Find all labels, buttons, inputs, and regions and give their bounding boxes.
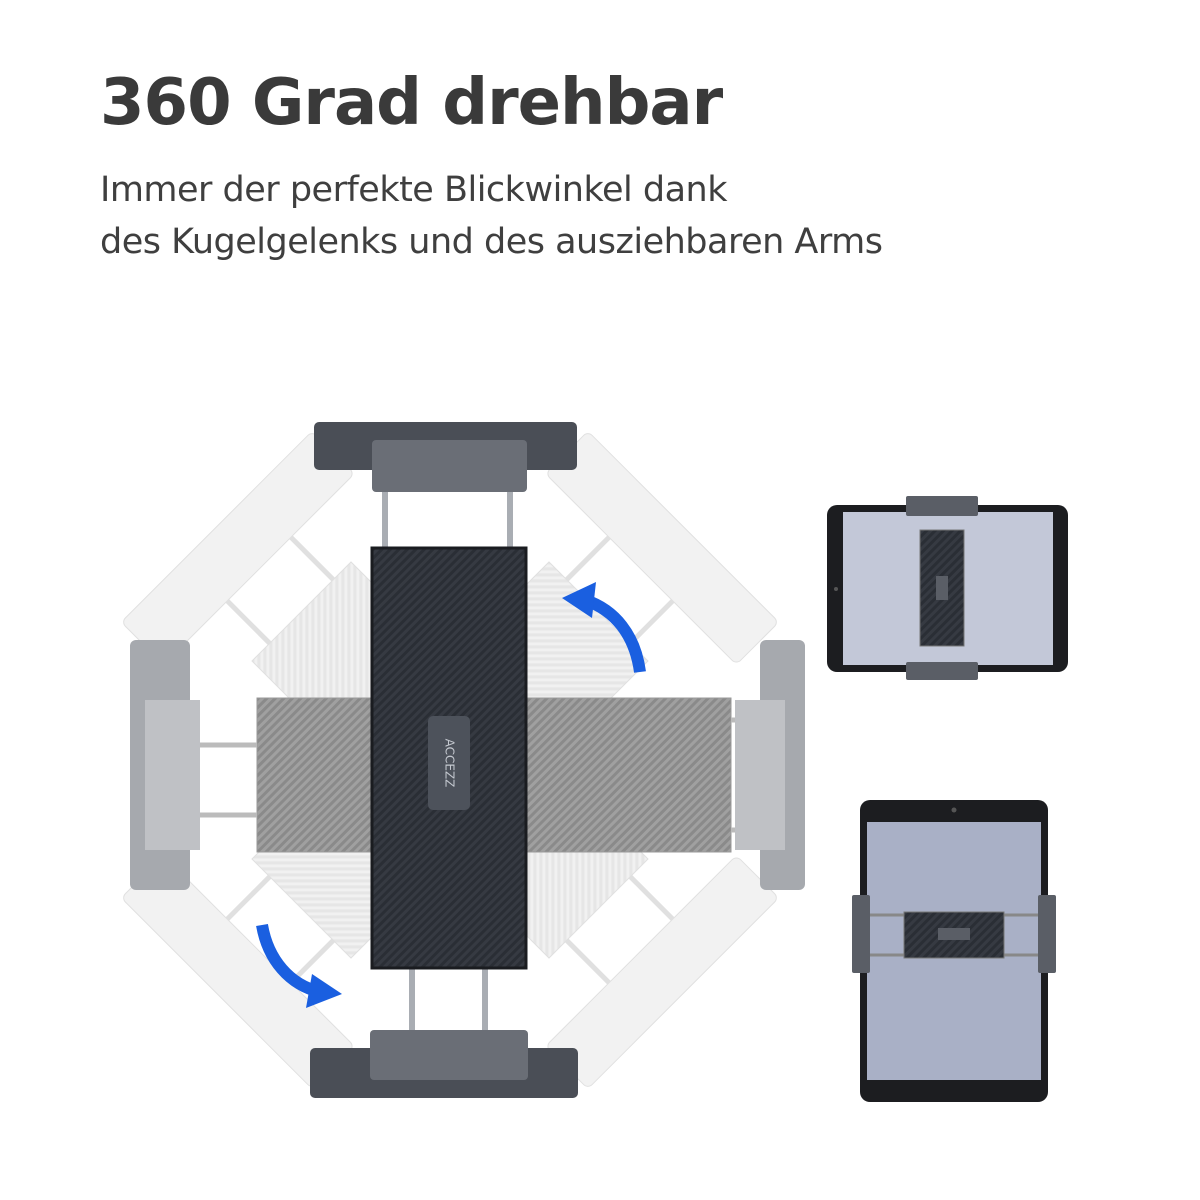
subtitle-line-1: Immer der perfekte Blickwinkel dank: [100, 170, 728, 210]
page-title: 360 Grad drehbar: [100, 66, 723, 140]
tablet-holder-main: ACCEZZ: [310, 422, 578, 1098]
arrow-head-icon: [562, 582, 596, 618]
portrait-tablet: [852, 800, 1056, 1102]
rotate-arrow-icon: [582, 594, 646, 673]
brand-logo: ACCEZZ: [443, 739, 457, 788]
brand-logo-badge: [428, 716, 470, 810]
arrow-head-icon: [306, 974, 342, 1008]
landscape-tablet: [827, 496, 1068, 680]
subtitle-line-2: des Kugelgelenks und des ausziehbaren Ar…: [100, 222, 883, 262]
